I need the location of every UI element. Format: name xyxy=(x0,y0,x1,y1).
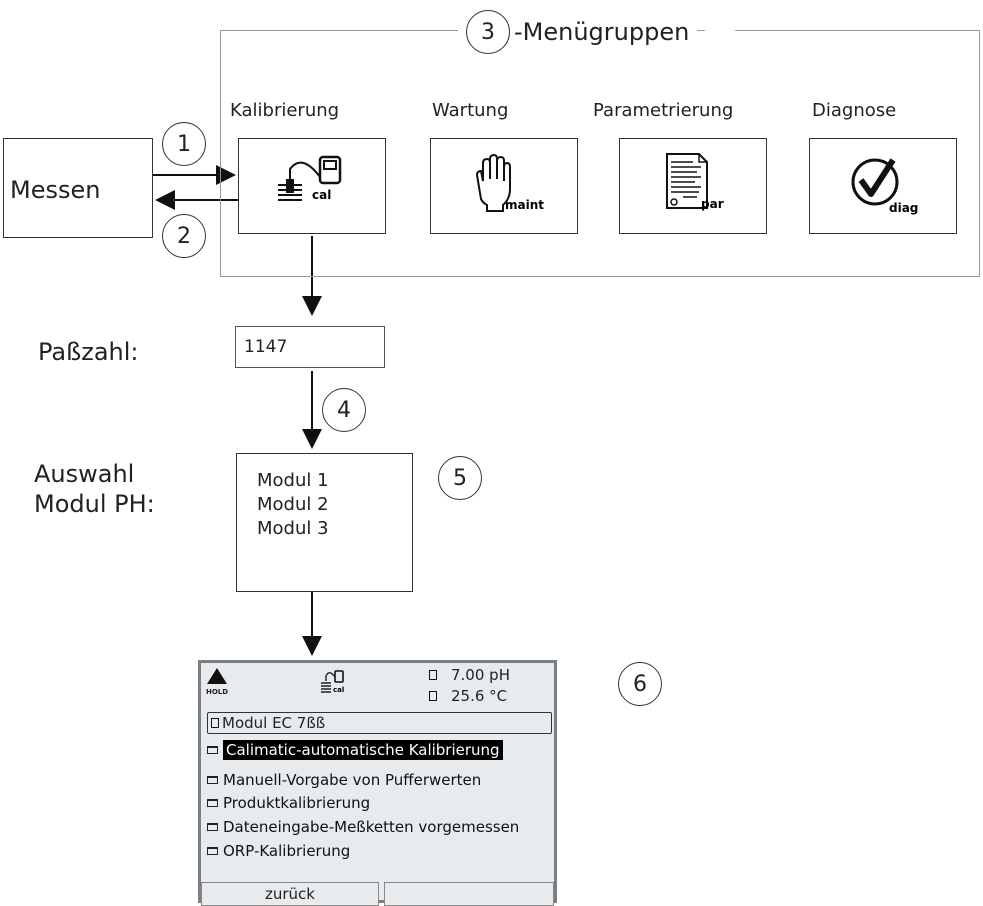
menu-item-label: Dateneingabe-Meßketten vorgemessen xyxy=(223,818,520,836)
passcode-label: Paßzahl: xyxy=(38,338,139,366)
menu-title-wartung: Wartung xyxy=(432,100,509,121)
frame-top-gap-fill xyxy=(705,20,735,40)
mini-cal-label: cal xyxy=(333,686,344,694)
module-item-2[interactable]: Modul 2 xyxy=(257,494,329,515)
messen-box[interactable]: Messen xyxy=(3,138,153,238)
channel-i-icon xyxy=(429,670,437,680)
device-screen: HOLD cal 7.00 pH 25.6 °C Modul EC 7ßß Ca… xyxy=(198,660,557,906)
screen-cal-indicator: cal xyxy=(319,669,359,699)
tile-kalibrierung[interactable]: cal xyxy=(238,138,386,234)
diagnosis-check-icon: diag xyxy=(851,158,918,215)
callout-6: 6 xyxy=(618,662,662,706)
menu-item-label: Manuell-Vorgabe von Pufferwerten xyxy=(223,771,482,789)
parameter-document-icon: par xyxy=(666,153,724,211)
callout-5: 5 xyxy=(438,456,482,500)
callout-1: 1 xyxy=(162,122,206,166)
module-select-label-line1: Auswahl xyxy=(34,460,135,488)
par-icon-label: par xyxy=(701,197,724,211)
passcode-value: 1147 xyxy=(244,337,288,357)
menu-groups-header: 3 -Menügruppen xyxy=(458,10,698,54)
menu-item-label: ORP-Kalibrierung xyxy=(223,842,351,860)
maint-icon-label: maint xyxy=(505,198,544,212)
menu-item-produkt[interactable]: Produktkalibrierung xyxy=(207,794,370,812)
tile-parametrierung[interactable]: par xyxy=(619,138,767,234)
menu-item-label: Calimatic-automatische Kalibrierung xyxy=(223,740,503,760)
hold-text: HOLD xyxy=(206,688,229,696)
menu-groups-title: -Menügruppen xyxy=(514,18,690,46)
menu-title-parametrierung: Parametrierung xyxy=(593,100,734,121)
ph-value: 7.00 pH xyxy=(451,666,510,684)
callout-2: 2 xyxy=(162,214,206,258)
messen-label: Messen xyxy=(10,176,101,204)
tile-diagnose[interactable]: diag xyxy=(809,138,957,234)
passcode-input[interactable]: 1147 xyxy=(235,326,385,368)
module-item-3[interactable]: Modul 3 xyxy=(257,518,329,539)
menu-title-diagnose: Diagnose xyxy=(812,100,897,121)
folder-icon xyxy=(207,799,218,807)
hold-indicator: HOLD xyxy=(206,667,232,696)
folder-icon xyxy=(207,847,218,855)
callout-3: 3 xyxy=(466,10,510,54)
tile-wartung[interactable]: maint xyxy=(430,138,578,234)
softkey-right[interactable] xyxy=(384,882,554,906)
diag-icon-label: diag xyxy=(889,201,918,215)
module-item-1[interactable]: Modul 1 xyxy=(257,470,329,491)
callout-4: 4 xyxy=(322,388,366,432)
softkey-back-label: zurück xyxy=(265,885,315,903)
softkey-back[interactable]: zurück xyxy=(201,882,379,906)
warning-triangle-icon xyxy=(207,668,227,684)
menu-item-label: Produktkalibrierung xyxy=(223,794,371,812)
channel-i-icon xyxy=(429,691,437,701)
temp-value: 25.6 °C xyxy=(451,687,508,705)
menu-item-manuell[interactable]: Manuell-Vorgabe von Pufferwerten xyxy=(207,771,481,789)
cal-icon-label: cal xyxy=(312,188,331,202)
channel-i-icon xyxy=(211,718,219,728)
mini-calibration-icon: cal xyxy=(321,670,344,694)
folder-icon xyxy=(207,746,218,754)
folder-icon xyxy=(207,823,218,831)
folder-icon xyxy=(207,776,218,784)
maintenance-hand-icon: maint xyxy=(475,153,544,212)
menu-item-orp[interactable]: ORP-Kalibrierung xyxy=(207,842,350,860)
module-select-label-line2: Modul PH: xyxy=(34,490,155,518)
reading-ph: 7.00 pH xyxy=(429,666,510,684)
menu-item-dateneingabe[interactable]: Dateneingabe-Meßketten vorgemessen xyxy=(207,818,519,836)
calibration-icon: cal xyxy=(278,155,342,202)
menu-item-calimatic[interactable]: Calimatic-automatische Kalibrierung xyxy=(207,740,503,760)
menu-title-kalibrierung: Kalibrierung xyxy=(230,100,340,121)
module-title: Modul EC 7ßß xyxy=(222,714,326,732)
module-list-box: Modul 1 Modul 2 Modul 3 xyxy=(236,453,413,592)
module-title-bar: Modul EC 7ßß xyxy=(207,712,552,734)
reading-temp: 25.6 °C xyxy=(429,687,507,705)
